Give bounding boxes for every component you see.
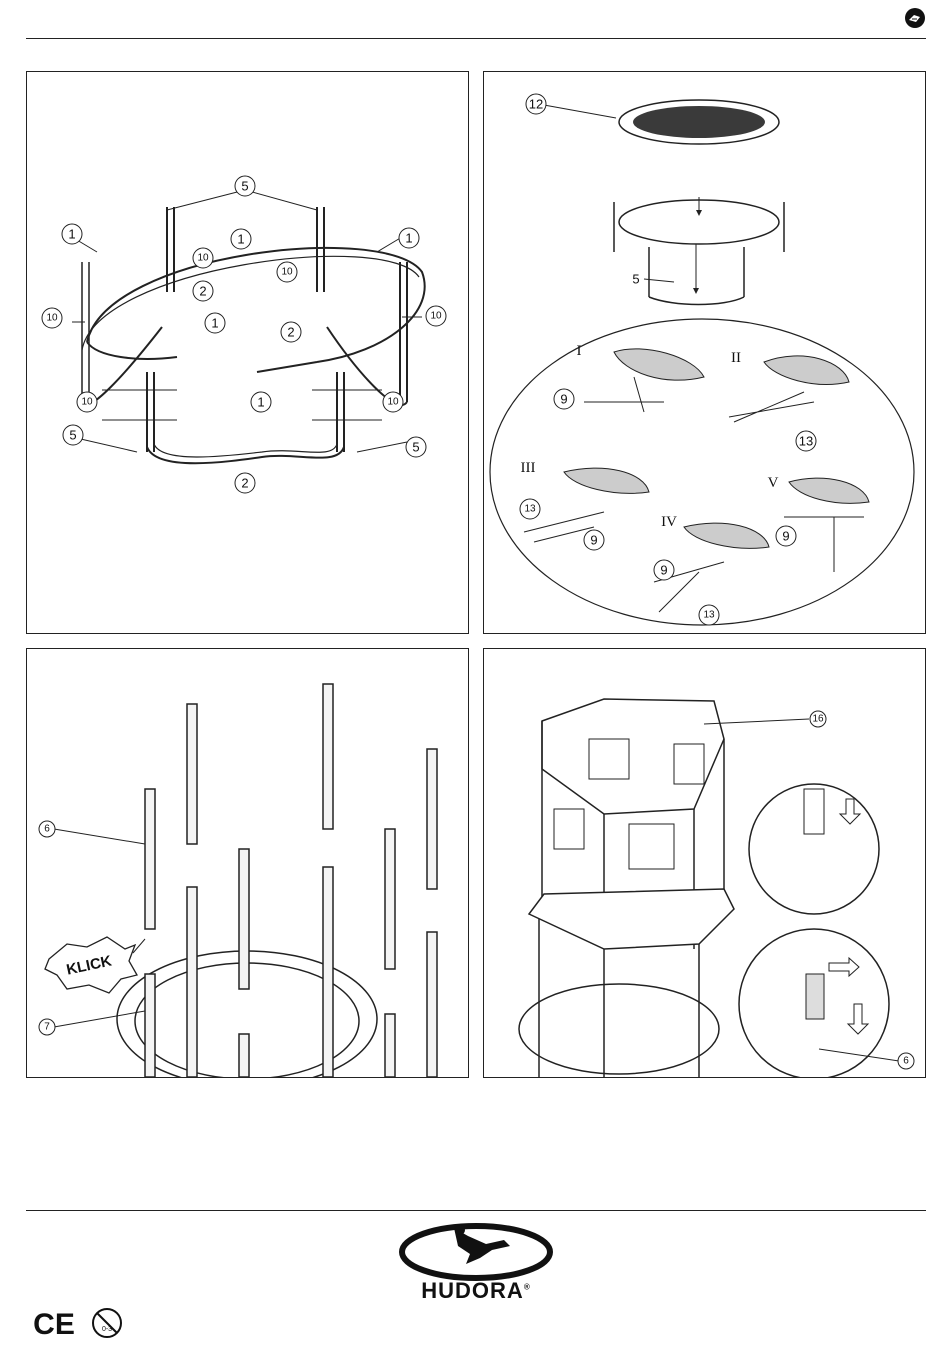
label-tool-iv: 13 [703, 610, 715, 621]
label-spring-iii: 9 [590, 533, 597, 548]
label-rail-bottom: 1 [257, 395, 264, 410]
panel-poles: 6 7 KLICK [26, 648, 469, 1078]
label-pole: 6 [903, 1056, 909, 1067]
panel-mat-springs: 12 5 I 9 II 13 III 13 9 [483, 71, 926, 634]
step-iv: IV [661, 514, 677, 530]
step-iii: III [521, 460, 536, 476]
label-screw-b: 10 [281, 267, 293, 278]
label-leg-a: 2 [199, 284, 206, 299]
label-post: 5 [632, 272, 639, 287]
label-tool-iii: 13 [524, 504, 536, 515]
label-rail-left: 1 [68, 227, 75, 242]
step-v: V [768, 475, 779, 491]
label-leg-b: 2 [287, 325, 294, 340]
label-screw-c: 10 [46, 313, 58, 324]
label-rail-mid: 1 [211, 316, 218, 331]
label-net: 16 [812, 714, 824, 725]
step-i: I [577, 343, 582, 359]
label-spring-iv: 9 [660, 563, 667, 578]
brand-name: HUDORA® [396, 1278, 556, 1304]
step-ii: II [731, 350, 741, 366]
label-leg-bottom: 2 [241, 476, 248, 491]
label-rail-right: 1 [405, 231, 412, 246]
label-rail-center: 1 [237, 232, 244, 247]
bottom-rule [26, 1210, 926, 1211]
label-post-left: 5 [69, 428, 76, 443]
age-warning-icon: 0-3 [91, 1307, 123, 1339]
label-screw-d: 10 [430, 311, 442, 322]
label-spring-i: 9 [560, 392, 567, 407]
ce-mark-icon: CE [30, 1306, 78, 1340]
manual-book-icon [904, 7, 926, 29]
label-mat: 12 [529, 97, 543, 112]
label-post-top: 5 [241, 179, 248, 194]
label-post-right: 5 [412, 440, 419, 455]
top-rule [26, 38, 926, 39]
label-screw-a: 10 [197, 253, 209, 264]
panel-frame-assembly: 5 1 1 1 10 10 2 10 10 1 2 1 10 [26, 71, 469, 634]
svg-text:CE: CE [33, 1308, 75, 1340]
label-lower-pole: 7 [44, 1022, 50, 1033]
panel-net-enclosure: 16 6 [483, 648, 926, 1078]
label-screw-e: 10 [81, 397, 93, 408]
label-spring-v: 9 [782, 529, 789, 544]
label-screw-f: 10 [387, 397, 399, 408]
label-tool-ii: 13 [799, 434, 813, 449]
label-upper-pole: 6 [44, 824, 50, 835]
svg-text:0-3: 0-3 [102, 1326, 112, 1333]
